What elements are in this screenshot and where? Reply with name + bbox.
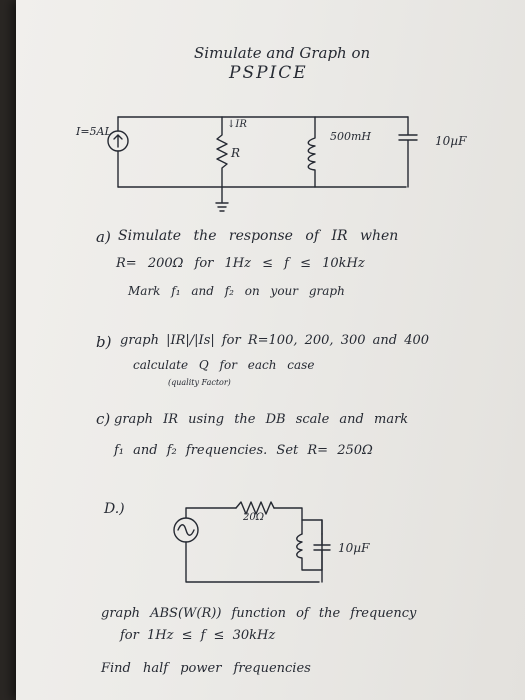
part-d-line1: graph ABS(W(R)) function of the frequenc… bbox=[101, 606, 417, 621]
inductor-icon bbox=[307, 116, 316, 188]
title-line1: Simulate and Graph on bbox=[194, 44, 371, 62]
current-source-icon bbox=[107, 130, 129, 152]
part-d-label: D.) bbox=[104, 501, 125, 517]
part-d-line3: Find half power frequencies bbox=[101, 661, 311, 676]
current-ir-label: ↓IR bbox=[227, 119, 247, 130]
capacitor-icon bbox=[313, 533, 331, 571]
top-wire bbox=[117, 116, 409, 203]
part-c-line2: f₁ and f₂ frequencies. Set R= 250Ω bbox=[114, 443, 373, 458]
part-b-line1: graph |IR|/|Is| for R=100, 200, 300 and … bbox=[120, 333, 430, 348]
part-a-line1: Simulate the response of IR when bbox=[118, 228, 399, 244]
part-c-line1: graph IR using the DB scale and mark bbox=[114, 412, 409, 427]
part-b-line2: calculate Q for each case bbox=[133, 358, 315, 372]
part-b-note: (quality Factor) bbox=[168, 378, 231, 387]
source-label: I=5AL bbox=[75, 125, 112, 138]
ground-icon bbox=[215, 202, 229, 212]
circuit-diagram-1: I=5AL ↓IR R 500mH 10µF bbox=[75, 116, 467, 212]
capacitor-10uF-label: 10µF bbox=[338, 541, 370, 555]
part-d-line2: for 1Hz ≤ f ≤ 30kHz bbox=[120, 628, 276, 643]
paper-sheet: Simulate and Graph on PSPICE I=5AL ↓IR R… bbox=[16, 0, 525, 700]
resistor-20-icon bbox=[235, 501, 275, 515]
inductor-icon bbox=[296, 533, 323, 571]
circuit-diagram-2: 20Ω 10µF bbox=[173, 501, 370, 583]
part-a-label: a) bbox=[96, 228, 111, 246]
part-a-line3: Mark f₁ and f₂ on your graph bbox=[128, 284, 345, 298]
part-b-label: b) bbox=[96, 333, 112, 351]
capacitor-icon bbox=[398, 116, 418, 188]
resistor-icon bbox=[216, 116, 228, 188]
part-a-line2: R= 200Ω for 1Hz ≤ f ≤ 10kHz bbox=[116, 256, 365, 271]
ac-source-icon bbox=[173, 517, 199, 543]
part-c-label: c) bbox=[96, 410, 111, 428]
capacitor-value-label: 10µF bbox=[435, 134, 467, 148]
title-line2: PSPICE bbox=[229, 63, 308, 83]
resistor-r-label: R bbox=[230, 146, 240, 160]
resistor-20-label: 20Ω bbox=[242, 512, 264, 523]
inductor-value-label: 500mH bbox=[330, 130, 371, 143]
